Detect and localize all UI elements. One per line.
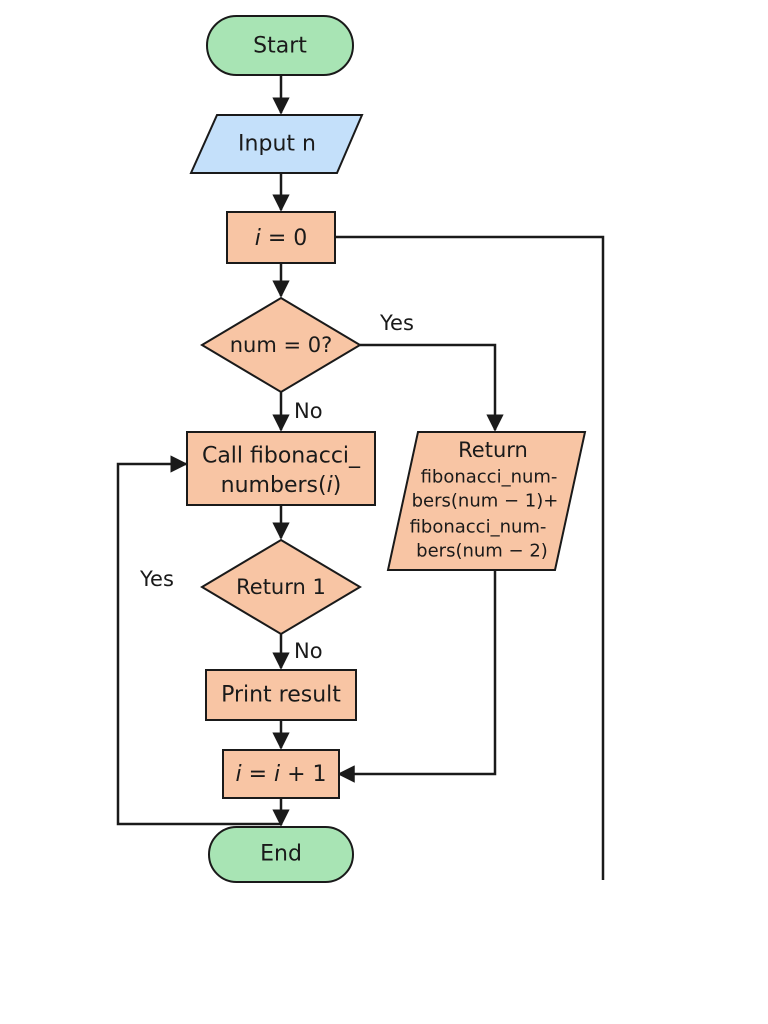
call-process-shape xyxy=(186,431,376,506)
node-call: Call fibonacci_ numbers(i) xyxy=(186,431,376,506)
call-label-line2: numbers(i) xyxy=(221,473,342,498)
end-terminal-shape xyxy=(208,826,354,883)
node-return-one: Return 1 xyxy=(200,538,362,636)
edge-labels: Yes No Yes No xyxy=(139,311,414,663)
start-label: Start xyxy=(253,34,307,59)
return-one-label: Return 1 xyxy=(236,575,326,599)
return-one-no-label: No xyxy=(294,639,323,663)
call-label-line1: Call fibonacci_ xyxy=(202,444,361,469)
increment-label: i = i + 1 xyxy=(235,762,326,787)
edge-init-right-line xyxy=(335,235,605,880)
return-recursive-line2: fibonacci_num- xyxy=(421,467,558,488)
check-zero-label: num = 0? xyxy=(230,333,333,357)
node-check-zero: num = 0? xyxy=(200,296,362,394)
node-increment: i = i + 1 xyxy=(222,749,340,799)
input-parallelogram-shape xyxy=(189,114,364,174)
edge-check-yes-to-return-rec xyxy=(360,343,504,432)
print-label: Print result xyxy=(221,683,341,708)
return-recursive-line4: fibonacci_num- xyxy=(410,517,547,538)
return-one-yes-label: Yes xyxy=(139,567,174,591)
node-end: End xyxy=(208,826,354,883)
node-start: Start xyxy=(206,15,354,76)
node-init: i = 0 xyxy=(226,211,336,264)
edge-loop-back-to-call xyxy=(116,455,281,826)
node-return-recursive: Return fibonacci_num- bers(num − 1)+ fib… xyxy=(386,431,587,571)
node-input: Input n xyxy=(189,114,364,174)
check-yes-label: Yes xyxy=(379,311,414,335)
increment-process-shape xyxy=(222,749,340,799)
edge-return-rec-to-increment xyxy=(337,570,497,783)
return-one-diamond-shape xyxy=(200,538,362,636)
init-label: i = 0 xyxy=(255,226,308,251)
return-recursive-line1: Return xyxy=(458,438,528,462)
end-label: End xyxy=(260,842,302,867)
return-recursive-line5: bers(num − 2) xyxy=(416,541,548,562)
print-process-shape xyxy=(205,669,357,721)
return-recursive-parallelogram-shape xyxy=(386,431,587,571)
check-zero-diamond-shape xyxy=(200,296,362,394)
check-no-label: No xyxy=(294,399,323,423)
return-recursive-line3: bers(num − 1)+ xyxy=(412,491,559,512)
init-process-shape xyxy=(226,211,336,264)
start-terminal-shape xyxy=(206,15,354,76)
input-label: Input n xyxy=(238,132,316,157)
edges xyxy=(116,75,605,880)
node-print: Print result xyxy=(205,669,357,721)
